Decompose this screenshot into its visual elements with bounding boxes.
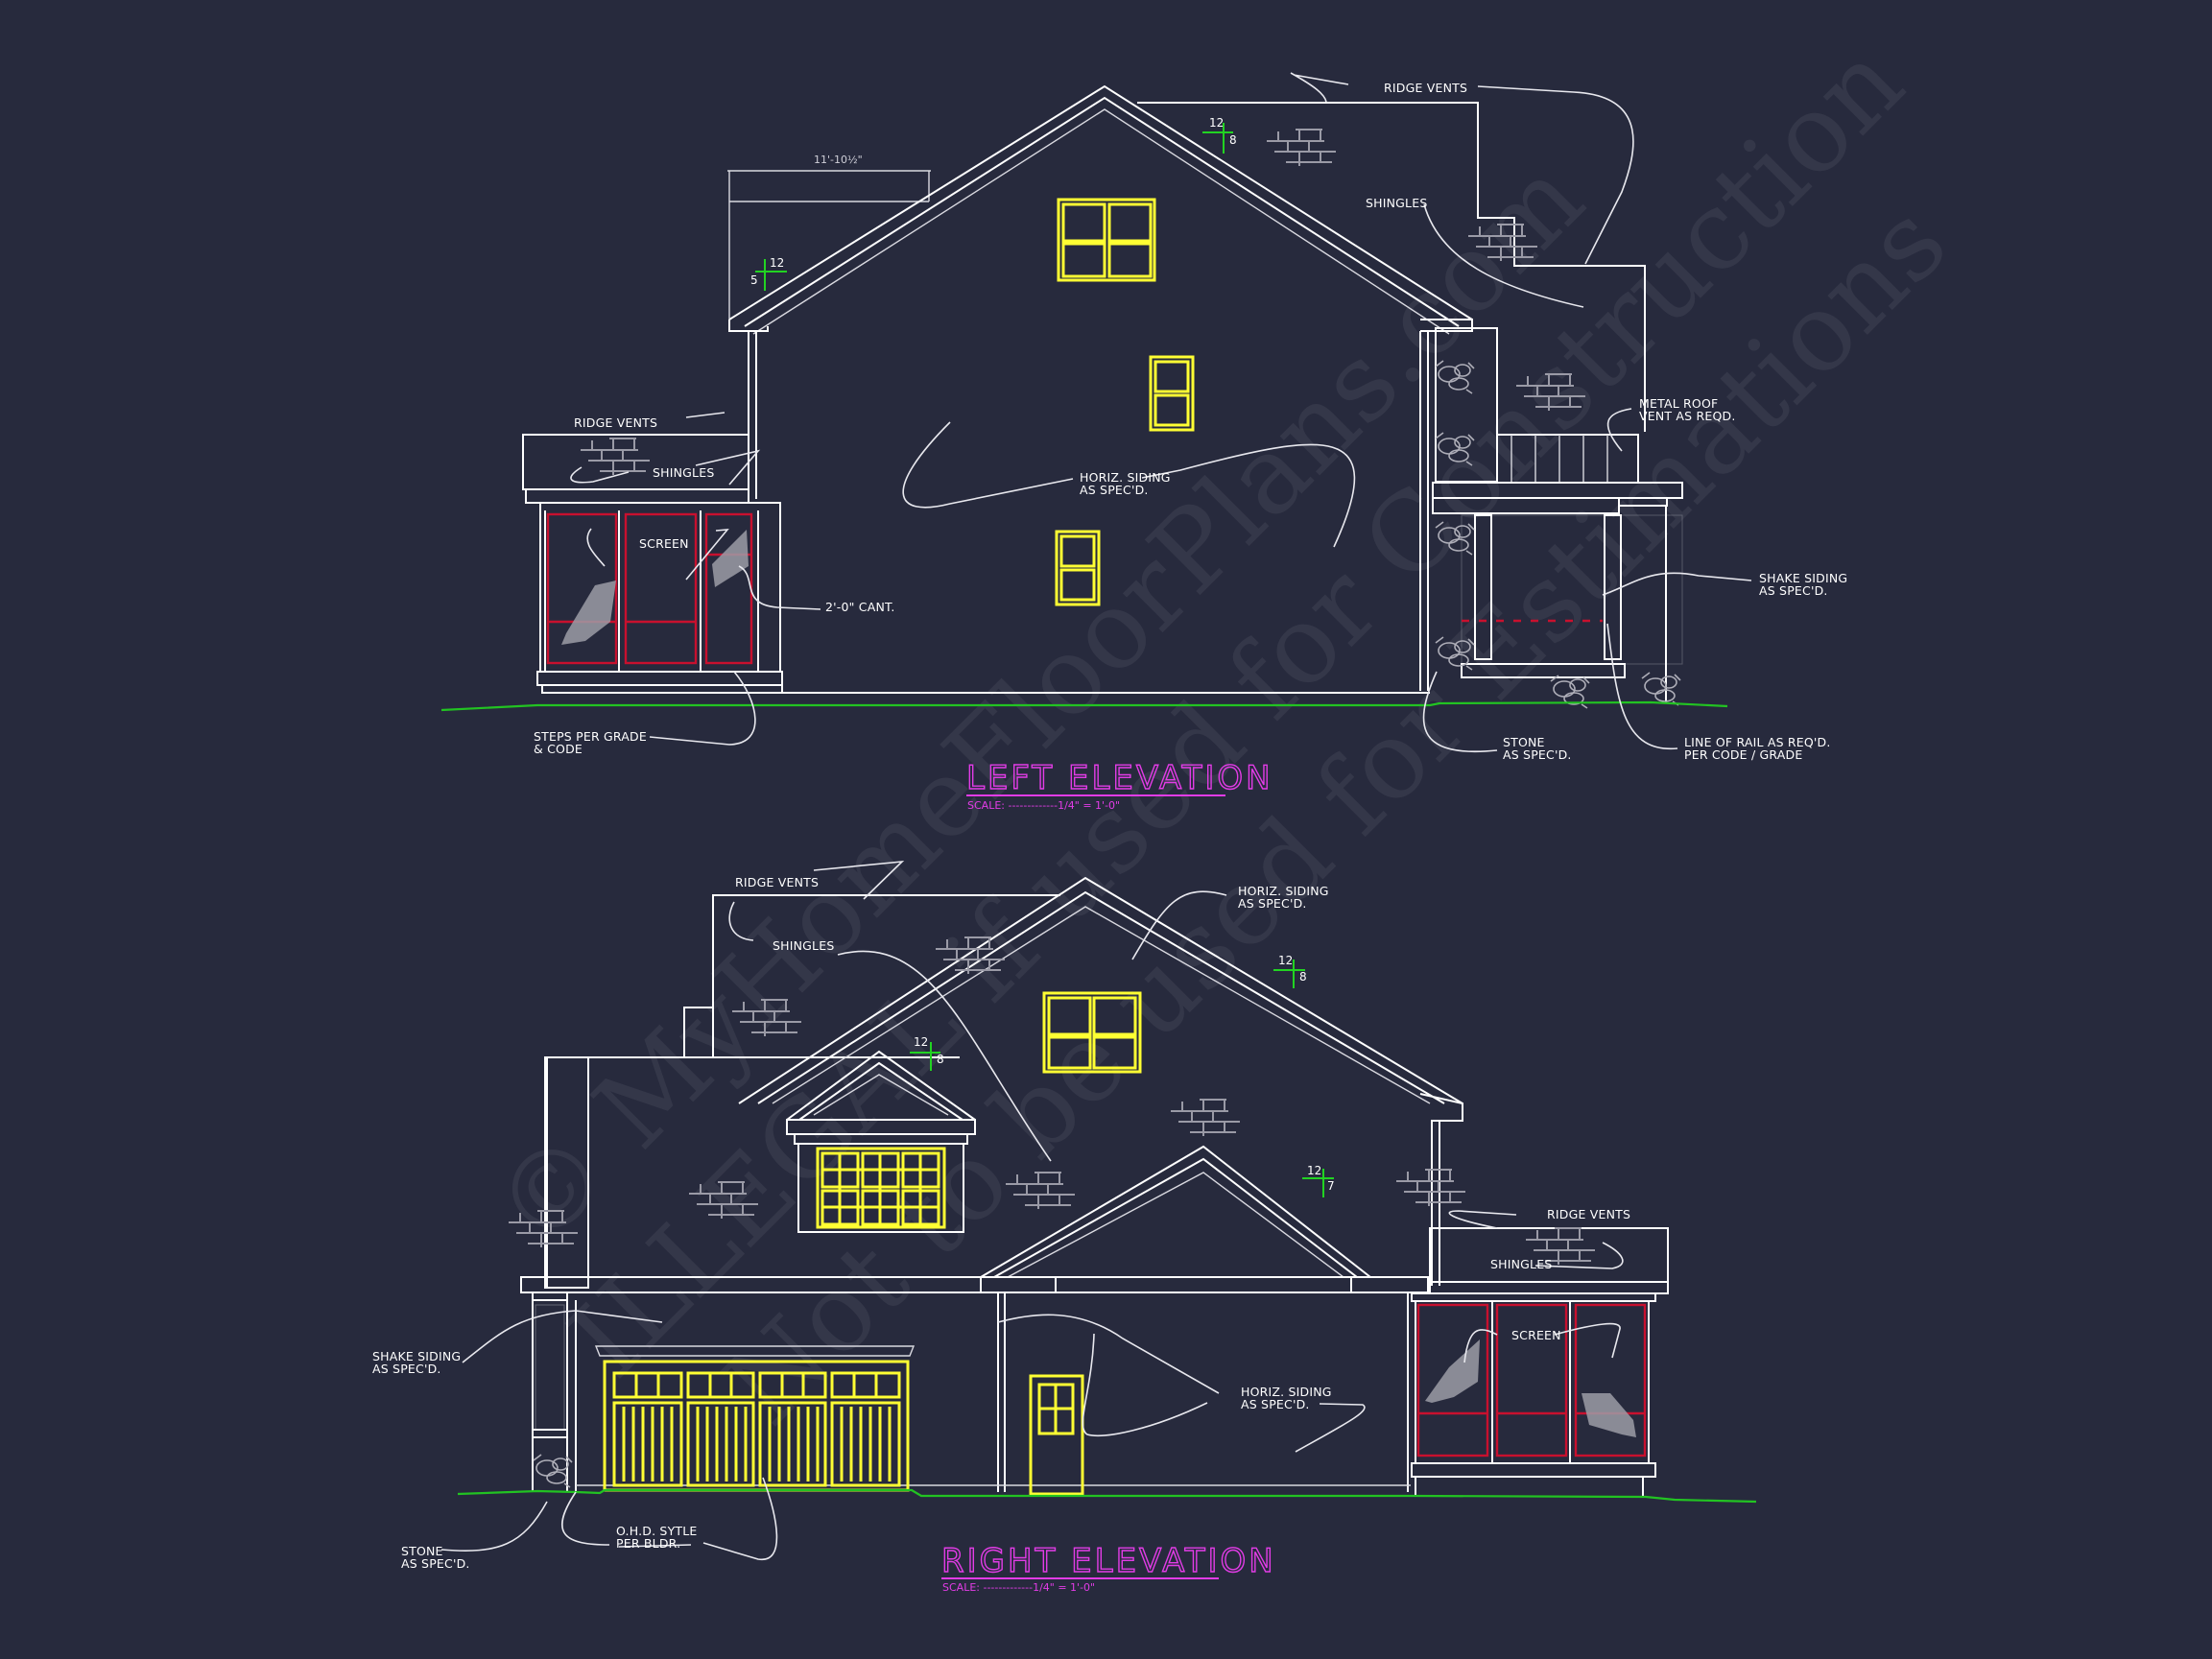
note-rail-1: LINE OF RAIL AS REQ'D. [1684, 735, 1831, 749]
svg-text:12: 12 [914, 1035, 928, 1049]
left-elevation-title: LEFT ELEVATION [966, 759, 1273, 797]
watermark-line-2: ILLEGAL if used for Construction [546, 20, 1927, 1401]
note-horiz-siding-top-2: AS SPEC'D. [1238, 896, 1307, 911]
note-porch-shingles: SHINGLES [653, 465, 714, 480]
grade-line-left [440, 700, 1728, 712]
window-dormer [816, 1147, 946, 1229]
window-lower [1055, 530, 1101, 606]
note-stone-1: STONE [401, 1544, 443, 1558]
svg-text:8: 8 [937, 1053, 944, 1066]
note-ohd-2: PER BLDR. [616, 1536, 680, 1551]
pitch-mark-right-2: 12 8 [910, 1035, 944, 1071]
note-porch-ridge-vents: RIDGE VENTS [1547, 1207, 1630, 1221]
note-shake-siding-1: SHAKE SIDING [372, 1349, 461, 1363]
note-porch-ridge-vents: RIDGE VENTS [574, 415, 657, 430]
window-gable [1042, 991, 1142, 1074]
pitch-mark-8-12: 12 8 [1202, 116, 1237, 154]
note-porch-shingles: SHINGLES [1490, 1257, 1552, 1271]
note-shake-siding-1: SHAKE SIDING [1759, 571, 1847, 585]
pitch-mark-right-1: 12 8 [1273, 954, 1307, 988]
note-horiz-siding-2: AS SPEC'D. [1080, 483, 1149, 497]
note-steps-2: & CODE [534, 742, 583, 756]
svg-text:12: 12 [1278, 954, 1293, 967]
note-horiz-siding-low-1: HORIZ. SIDING [1241, 1385, 1332, 1399]
right-elevation-scale: SCALE: -------------1/4" = 1'-0" [942, 1581, 1095, 1594]
note-horiz-siding-1: HORIZ. SIDING [1080, 470, 1171, 485]
note-steps-1: STEPS PER GRADE [534, 729, 647, 744]
note-rail-2: PER CODE / GRADE [1684, 747, 1802, 762]
note-horiz-siding-top-1: HORIZ. SIDING [1238, 884, 1329, 898]
svg-text:12: 12 [1209, 116, 1224, 130]
note-shake-siding-2: AS SPEC'D. [1759, 583, 1828, 598]
dimension-label: 11'-10½" [814, 154, 863, 166]
garage-door [594, 1345, 916, 1492]
svg-text:8: 8 [1229, 133, 1237, 147]
note-ridge-vents: RIDGE VENTS [735, 875, 819, 889]
note-screen: SCREEN [639, 536, 689, 551]
note-metal-roof-1: METAL ROOF [1639, 396, 1718, 411]
note-metal-roof-2: VENT AS REQD. [1639, 409, 1736, 423]
window-attic [1057, 198, 1156, 282]
entry-door [1029, 1374, 1084, 1496]
note-shingles: SHINGLES [773, 938, 834, 953]
note-stone-2: AS SPEC'D. [401, 1556, 470, 1571]
svg-text:12: 12 [770, 256, 784, 270]
note-horiz-siding-low-2: AS SPEC'D. [1241, 1397, 1310, 1411]
note-cant: 2'-0" CANT. [825, 600, 895, 614]
note-shingles: SHINGLES [1366, 196, 1427, 210]
note-stone-2: AS SPEC'D. [1503, 747, 1572, 762]
left-elevation-scale: SCALE: -------------1/4" = 1'-0" [967, 799, 1120, 812]
left-screened-porch [522, 434, 783, 694]
svg-text:8: 8 [1299, 970, 1307, 984]
svg-text:12: 12 [1307, 1164, 1321, 1177]
note-ridge-vents: RIDGE VENTS [1384, 81, 1467, 95]
left-elevation: 11'-10½" [440, 72, 1847, 812]
note-shake-siding-2: AS SPEC'D. [372, 1362, 441, 1376]
window-upper [1149, 355, 1195, 432]
right-elevation: 12 8 12 8 12 7 RIDGE VENTS SHINGLES [372, 860, 1757, 1594]
note-ohd-1: O.H.D. SYTLE [616, 1524, 698, 1538]
note-stone-1: STONE [1503, 735, 1545, 749]
grade-line-right [457, 1488, 1757, 1504]
pitch-mark-5-12: 12 5 [750, 256, 787, 291]
svg-text:5: 5 [750, 273, 758, 287]
svg-text:7: 7 [1327, 1179, 1335, 1193]
pitch-mark-right-3: 12 7 [1302, 1164, 1335, 1197]
right-elevation-title: RIGHT ELEVATION [941, 1542, 1276, 1580]
note-screen: SCREEN [1511, 1328, 1561, 1342]
